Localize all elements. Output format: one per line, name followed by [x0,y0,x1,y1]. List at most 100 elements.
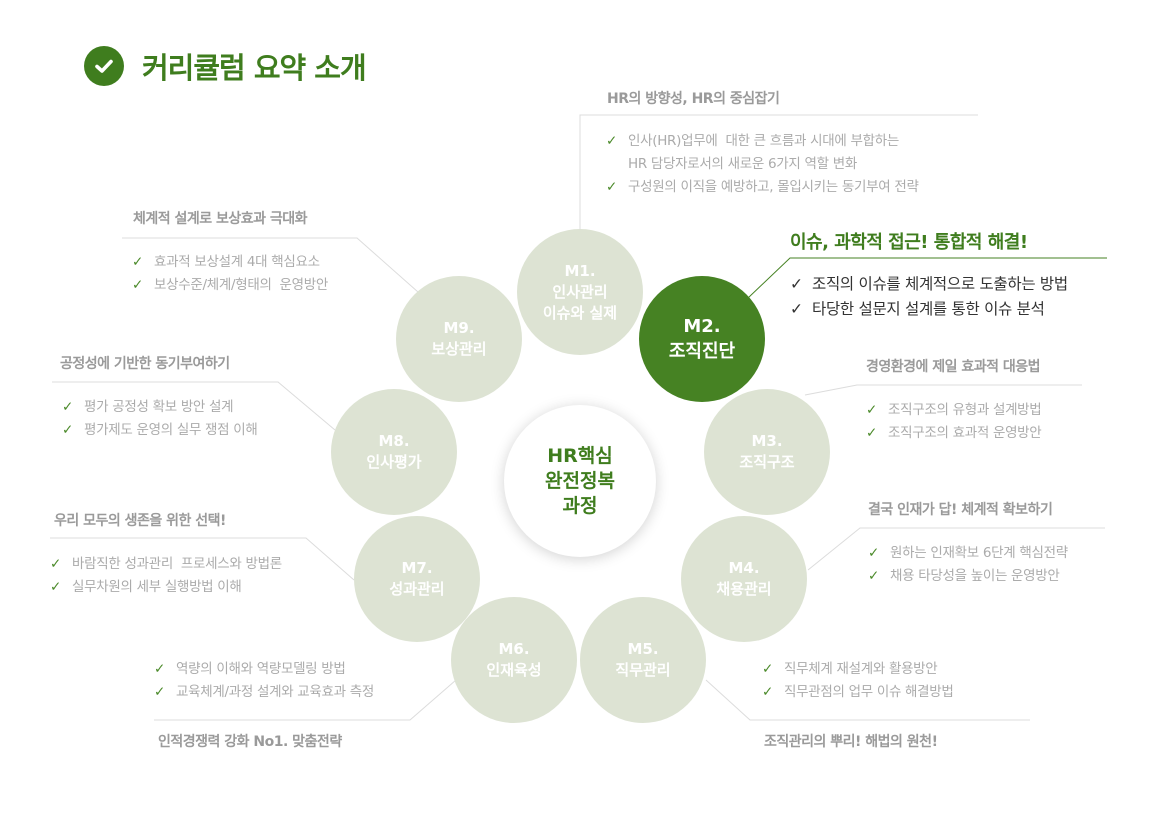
module-circle-m9: M9. 보상관리 [396,276,522,402]
callout-list-m7: ✓바람직한 성과관리 프로세스와 방법론 ✓실무차원의 세부 실행방법 이해 [50,553,282,599]
module-circle-m5: M5. 직무관리 [580,597,706,723]
list-item: ✓조직의 이슈를 체계적으로 도출하는 방법 [790,272,1068,297]
module-circle-m2: M2. 조직진단 [639,276,765,402]
list-item: ✓조직구조의 유형과 설계방법 [866,399,1042,422]
module-circle-m4: M4. 채용관리 [681,516,807,642]
list-item: ✓직무관점의 업무 이슈 해결방법 [762,681,954,704]
callout-title-m7: 우리 모두의 생존을 위한 선택! [54,513,226,529]
checkmark-icon: ✓ [62,422,74,438]
callout-title-m9: 체계적 설계로 보상효과 극대화 [133,211,308,227]
module-code: M6. [498,640,530,658]
list-item: ✓조직구조의 효과적 운영방안 [866,422,1042,445]
module-code: M7. [401,559,433,577]
checkmark-icon: ✓ [154,684,166,700]
list-item: ✓채용 타당성을 높이는 운영방안 [868,565,1068,588]
module-name: 조직진단 [668,341,736,362]
checkmark-icon: ✓ [132,254,144,270]
center-course-circle: HR핵심 완전정복 과정 [504,405,656,557]
callout-title-m2: 이슈, 과학적 접근! 통합적 해결! [790,232,1028,253]
list-item: ✓평가제도 운영의 실무 쟁점 이해 [62,419,258,442]
module-name: 조직구조 [739,453,795,471]
connector-line-m9 [122,237,419,293]
module-name: 인사관리 [552,282,608,301]
callout-list-m1: ✓인사(HR)업무에 대한 큰 흐름과 시대에 부합하는 HR 담당자로서의 새… [606,130,919,199]
checkmark-icon: ✓ [866,402,878,418]
connector-line-m8 [52,381,336,431]
checkmark-icon: ✓ [790,300,803,318]
checkmark-icon: ✓ [762,684,774,700]
connector-line-m6 [154,679,457,721]
list-item: ✓바람직한 성과관리 프로세스와 방법론 [50,553,282,576]
connector-line-m7 [50,537,355,581]
list-item: ✓보상수준/체계/형태의 운영방안 [132,274,328,297]
list-item: ✓타당한 설문지 설계를 통한 이슈 분석 [790,297,1068,322]
callout-list-m4: ✓원하는 인재확보 6단계 핵심전략 ✓채용 타당성을 높이는 운영방안 [868,542,1068,588]
checkmark-icon: ✓ [868,545,880,561]
checkmark-icon: ✓ [50,579,62,595]
list-item: ✓평가 공정성 확보 방안 설계 [62,396,258,419]
module-circle-m3: M3. 조직구조 [704,389,830,515]
callout-title-m4: 결국 인재가 답! 체계적 확보하기 [868,502,1053,518]
module-circle-m6: M6. 인재육성 [451,597,577,723]
center-line: 완전정복 [545,469,615,492]
module-circle-m1: M1. 인사관리 이슈와 실제 [517,229,643,355]
checkmark-icon: ✓ [154,661,166,677]
checkmark-icon: ✓ [50,556,62,572]
module-code: M2. [683,316,721,337]
module-name: 직무관리 [615,661,671,679]
checkmark-icon: ✓ [606,133,618,149]
check-circle-icon [84,46,124,86]
list-item: ✓직무체계 재설계와 활용방안 [762,658,954,681]
callout-list-m5: ✓직무체계 재설계와 활용방안 ✓직무관점의 업무 이슈 해결방법 [762,658,954,704]
callout-list-m3: ✓조직구조의 유형과 설계방법 ✓조직구조의 효과적 운영방안 [866,399,1042,445]
checkmark-icon: ✓ [132,277,144,293]
callout-title-m1: HR의 방향성, HR의 중심잡기 [607,91,780,107]
center-line: 과정 [562,494,598,517]
connector-line-m4 [807,527,1105,571]
list-item: ✓실무차원의 세부 실행방법 이해 [50,576,282,599]
module-code: M4. [728,559,760,577]
module-code: M5. [627,640,659,658]
checkmark-icon: ✓ [866,425,878,441]
checkmark-icon: ✓ [790,275,803,293]
callout-list-m8: ✓평가 공정성 확보 방안 설계 ✓평가제도 운영의 실무 쟁점 이해 [62,396,258,442]
list-item: ✓효과적 보상설계 4대 핵심요소 [132,251,328,274]
page-title: 커리큘럼 요약 소개 [142,51,367,85]
list-item: ✓교육체계/과정 설계와 교육효과 측정 [154,681,374,704]
callout-title-m5: 조직관리의 뿌리! 해법의 원천! [764,734,938,750]
module-name: 인재육성 [486,661,542,679]
callout-title-m6: 인적경쟁력 강화 No1. 맞춤전략 [158,734,342,750]
module-name: 보상관리 [431,340,487,358]
list-item: ✓원하는 인재확보 6단계 핵심전략 [868,542,1068,565]
checkmark-icon: ✓ [868,568,880,584]
connector-line-m2 [747,257,1107,299]
checkmark-icon: ✓ [762,661,774,677]
list-item: ✓역량의 이해와 역량모델링 방법 [154,658,374,681]
page-header: 커리큘럼 요약 소개 [84,44,367,88]
module-code: M3. [751,432,783,450]
module-name: 이슈와 실제 [542,303,618,322]
module-name: 성과관리 [389,580,445,598]
callout-list-m6: ✓역량의 이해와 역량모델링 방법 ✓교육체계/과정 설계와 교육효과 측정 [154,658,374,704]
module-name: 채용관리 [716,580,772,598]
module-circle-m8: M8. 인사평가 [331,389,457,515]
checkmark-icon: ✓ [606,179,618,195]
center-line: HR핵심 [547,444,613,467]
list-item: ✓구성원의 이직을 예방하고, 몰입시키는 동기부여 전략 [606,176,919,199]
callout-list-m9: ✓효과적 보상설계 4대 핵심요소 ✓보상수준/체계/형태의 운영방안 [132,251,328,297]
module-code: M1. [564,261,596,280]
module-name: 인사평가 [366,453,422,471]
callout-title-m3: 경영환경에 제일 효과적 대응법 [866,359,1041,375]
connector-line-m1 [579,114,978,229]
callout-title-m8: 공정성에 기반한 동기부여하기 [60,356,230,372]
connector-line-m5 [705,679,1030,721]
module-circle-m7: M7. 성과관리 [354,516,480,642]
module-code: M9. [443,319,475,337]
checkmark-icon: ✓ [62,399,74,415]
module-code: M8. [378,432,410,450]
list-item: ✓인사(HR)업무에 대한 큰 흐름과 시대에 부합하는 HR 담당자로서의 새… [606,130,919,176]
connector-line-m3 [804,384,1082,396]
callout-list-m2: ✓조직의 이슈를 체계적으로 도출하는 방법 ✓타당한 설문지 설계를 통한 이… [790,272,1068,322]
